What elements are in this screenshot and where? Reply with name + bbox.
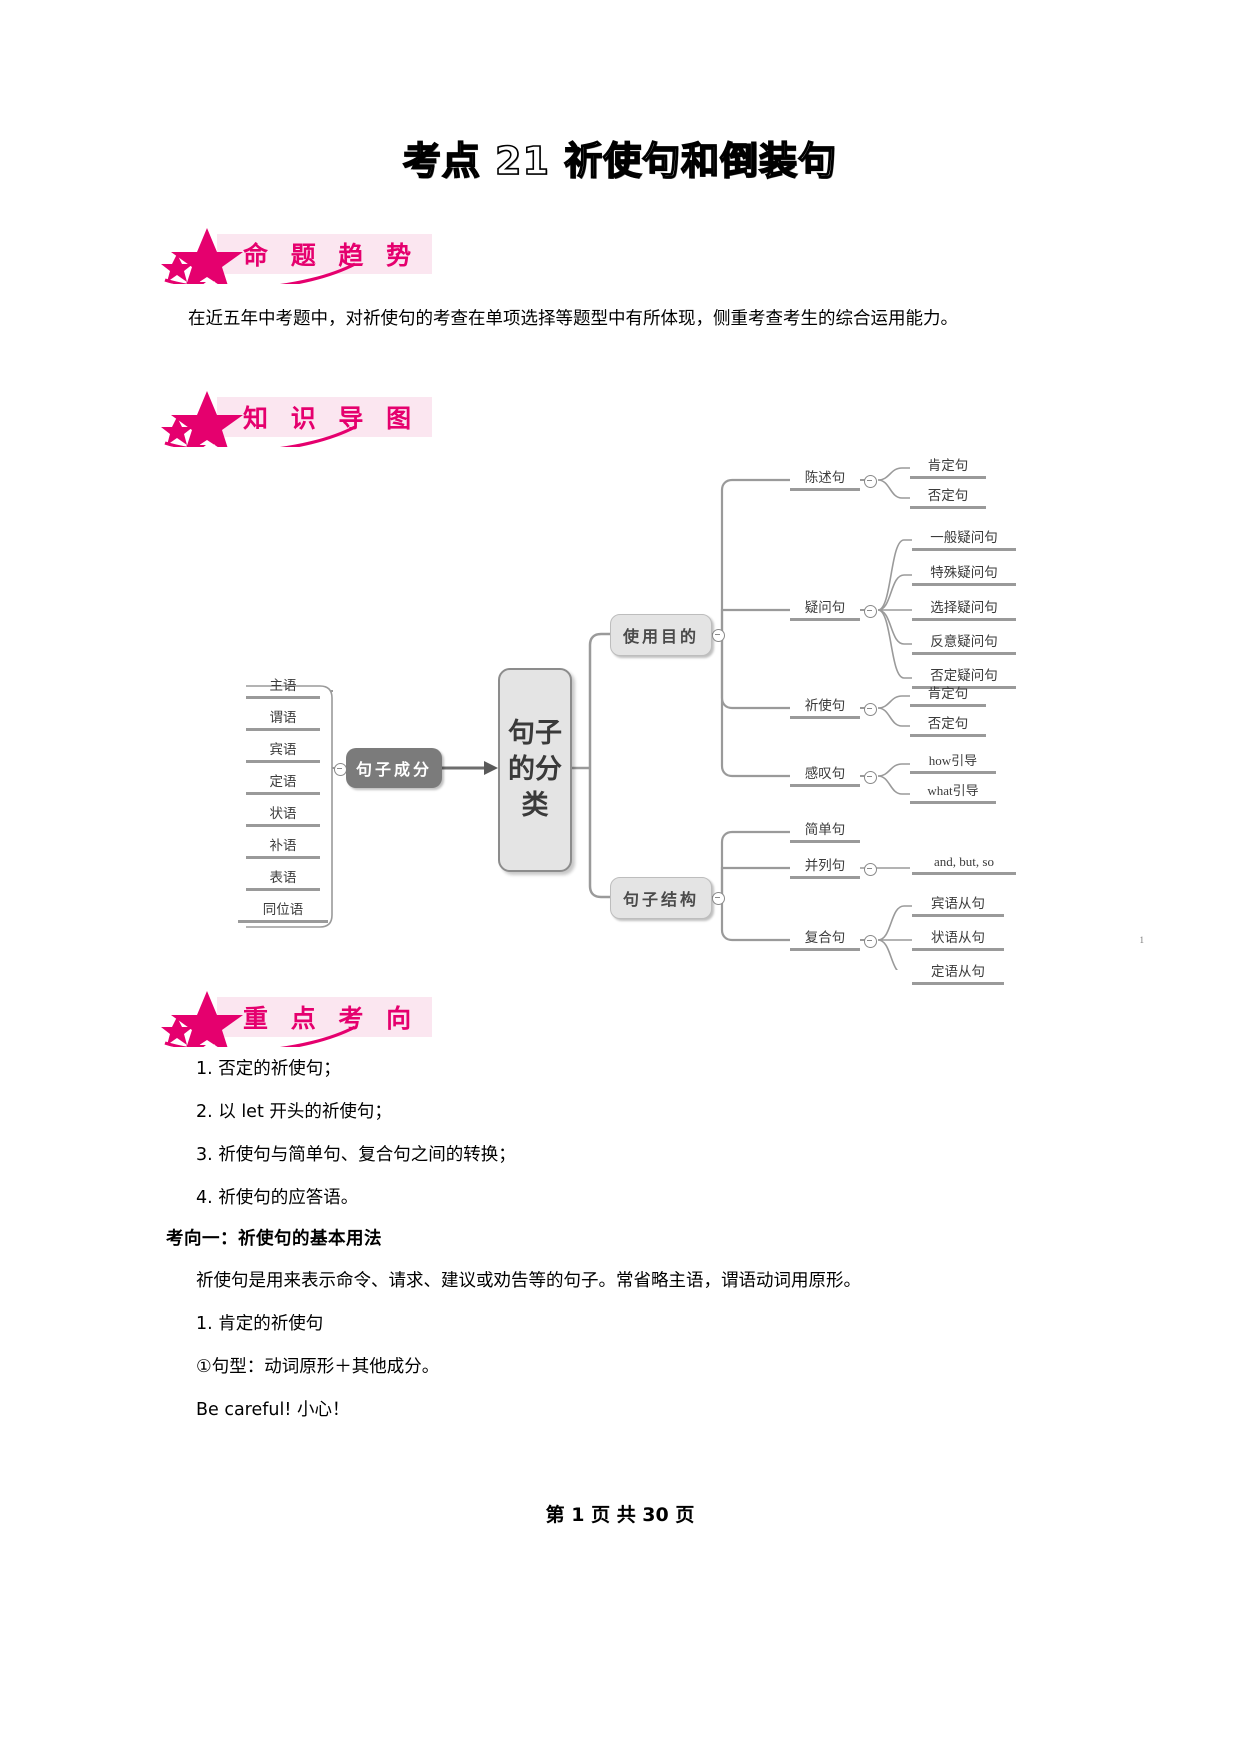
mindmap-page-marker: 1: [1139, 935, 1145, 945]
mindmap-diagram: 主语 谓语 宾语 定语 状语 补语 表语 同位语 句子成分 句子的分类 使用目的…: [150, 450, 1100, 985]
badge-banner: 知 识 导 图: [217, 397, 433, 437]
mindmap-leaf-imperative-1: 否定句: [910, 712, 986, 737]
mindmap-leaf-complex-0: 宾语从句: [912, 892, 1004, 917]
page-title: 考点 21 祈使句和倒装句: [402, 138, 838, 184]
mindmap-leaf-question-0: 一般疑问句: [912, 526, 1016, 551]
section-badge-trend: 命 题 趋 势: [155, 222, 433, 284]
mindmap-purpose-branch-1: 疑问句: [790, 596, 860, 621]
collapse-marker-imperative-icon[interactable]: [864, 703, 877, 716]
mindmap-purpose-branch-0: 陈述句: [790, 466, 860, 491]
keypoint-item-3: 4. 祈使句的应答语。: [196, 1188, 359, 1208]
mindmap-component-7: 同位语: [238, 898, 328, 923]
mindmap-leaf-complex-1: 状语从句: [912, 926, 1004, 951]
mindmap-leaf-statement-0: 肯定句: [910, 454, 986, 479]
mindmap-purpose-branch-3: 感叹句: [790, 762, 860, 787]
page-footer: 第 1 页 共 30 页: [545, 1504, 695, 1526]
keypoint-item-0: 1. 否定的祈使句；: [196, 1059, 341, 1079]
mindmap-node-purpose: 使用目的: [610, 614, 712, 656]
collapse-marker-structure-icon[interactable]: [712, 892, 725, 905]
collapse-marker-exclamatory-icon[interactable]: [864, 771, 877, 784]
mindmap-leaf-statement-1: 否定句: [910, 484, 986, 509]
badge-label: 命 题 趋 势: [243, 241, 419, 270]
mindmap-leaf-question-2: 选择疑问句: [912, 596, 1016, 621]
mindmap-leaf-question-3: 反意疑问句: [912, 630, 1016, 655]
section-badge-keypoints: 重 点 考 向: [155, 985, 433, 1047]
keypoint-body-2: ①句型：动词原形＋其他成分。: [196, 1357, 440, 1377]
mindmap-connectors: [246, 467, 912, 970]
mindmap-purpose-branch-2: 祈使句: [790, 694, 860, 719]
star-decoration-icon: [161, 391, 356, 447]
mindmap-leaf-complex-2: 定语从句: [912, 960, 1004, 985]
mindmap-leaf-exclamatory-0: how引导: [910, 750, 996, 774]
mindmap-component-0: 主语: [246, 674, 320, 699]
mindmap-node-structure: 句子结构: [610, 877, 712, 919]
badge-banner: 重 点 考 向: [217, 997, 433, 1037]
keypoint-body-3: Be careful! 小心！: [196, 1400, 350, 1420]
mindmap-component-3: 定语: [246, 770, 320, 795]
mindmap-component-2: 宾语: [246, 738, 320, 763]
keypoint-body-1: 1. 肯定的祈使句: [196, 1314, 324, 1334]
badge-label: 重 点 考 向: [243, 1004, 419, 1033]
mindmap-node-components: 句子成分: [346, 748, 442, 788]
keypoint-heading: 考向一：祈使句的基本用法: [166, 1229, 382, 1249]
star-decoration-icon: [161, 228, 356, 284]
badge-label: 知 识 导 图: [243, 404, 419, 433]
mindmap-center-node: 句子的分类: [498, 668, 572, 872]
mindmap-component-6: 表语: [246, 866, 320, 891]
badge-banner: 命 题 趋 势: [217, 234, 433, 274]
mindmap-leaf-exclamatory-1: what引导: [910, 780, 996, 804]
mindmap-structure-branch-0: 简单句: [790, 818, 860, 843]
keypoint-body-0: 祈使句是用来表示命令、请求、建议或劝告等的句子。常省略主语，谓语动词用原形。: [196, 1271, 861, 1291]
collapse-marker-purpose-icon[interactable]: [712, 629, 725, 642]
collapse-marker-question-icon[interactable]: [864, 605, 877, 618]
keypoint-item-1: 2. 以 let 开头的祈使句；: [196, 1102, 392, 1122]
mindmap-leaf-question-1: 特殊疑问句: [912, 561, 1016, 586]
mindmap-leaf-compound-0: and, but, so: [912, 854, 1016, 875]
collapse-marker-statement-icon[interactable]: [864, 475, 877, 488]
mindmap-component-5: 补语: [246, 834, 320, 859]
mindmap-structure-branch-1: 并列句: [790, 854, 860, 879]
star-decoration-icon: [161, 991, 356, 1047]
collapse-marker-complex-icon[interactable]: [864, 935, 877, 948]
mindmap-leaf-question-4: 否定疑问句: [912, 664, 1016, 689]
keypoint-item-2: 3. 祈使句与简单句、复合句之间的转换；: [196, 1145, 516, 1165]
collapse-marker-compound-icon[interactable]: [864, 863, 877, 876]
mindmap-leaf-imperative-0: 肯定句: [910, 682, 986, 707]
mindmap-component-4: 状语: [246, 802, 320, 827]
trend-paragraph: 在近五年中考题中，对祈使句的考查在单项选择等题型中有所体现，侧重考查考生的综合运…: [188, 309, 958, 329]
section-badge-mindmap: 知 识 导 图: [155, 385, 433, 447]
mindmap-component-1: 谓语: [246, 706, 320, 731]
mindmap-structure-branch-2: 复合句: [790, 926, 860, 951]
